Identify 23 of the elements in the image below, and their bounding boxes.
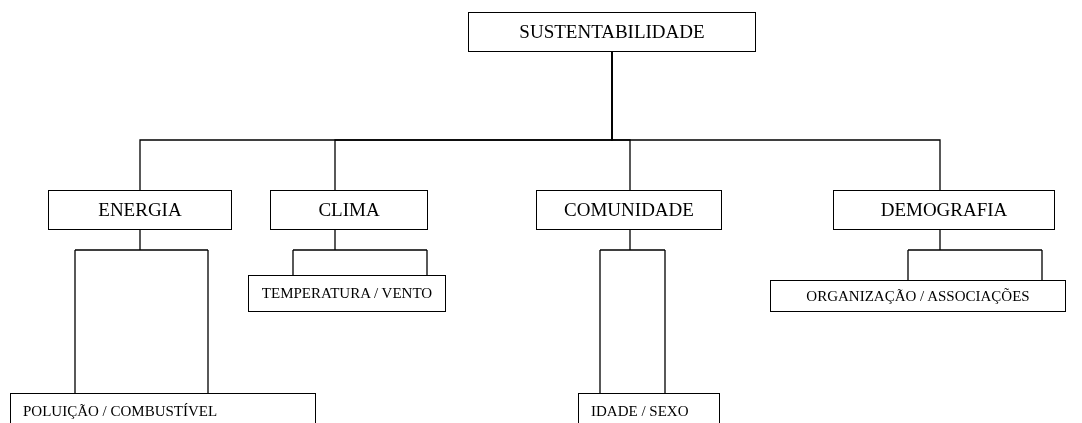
connector-line [599,229,666,394]
box-label: CLIMA [318,199,380,221]
text-box [248,275,446,312]
box-label: COMUNIDADE [564,199,694,221]
box-label: ENERGIA [98,199,182,221]
box-label: ORGANIZAÇÃO / ASSOCIAÇÕES [806,287,1030,305]
text-box [833,190,1055,230]
connector-line [74,229,209,394]
connector-line [907,229,1043,281]
box-label: SUSTENTABILIDADE [519,21,705,43]
box-label: DEMOGRAFIA [880,199,1008,221]
box-label: POLUIÇÃO / COMBUSTÍVEL [23,403,218,420]
text-box [578,393,720,423]
text-box [270,190,428,230]
text-box [48,190,232,230]
box-label: IDADE / SEXO [591,403,689,420]
box-label: TEMPERATURA / VENTO [261,285,433,302]
text-box [536,190,722,230]
text-box [10,393,316,423]
text-box [770,280,1066,312]
text-box [468,12,756,52]
connector-line [611,51,941,191]
connector-line [292,229,428,276]
